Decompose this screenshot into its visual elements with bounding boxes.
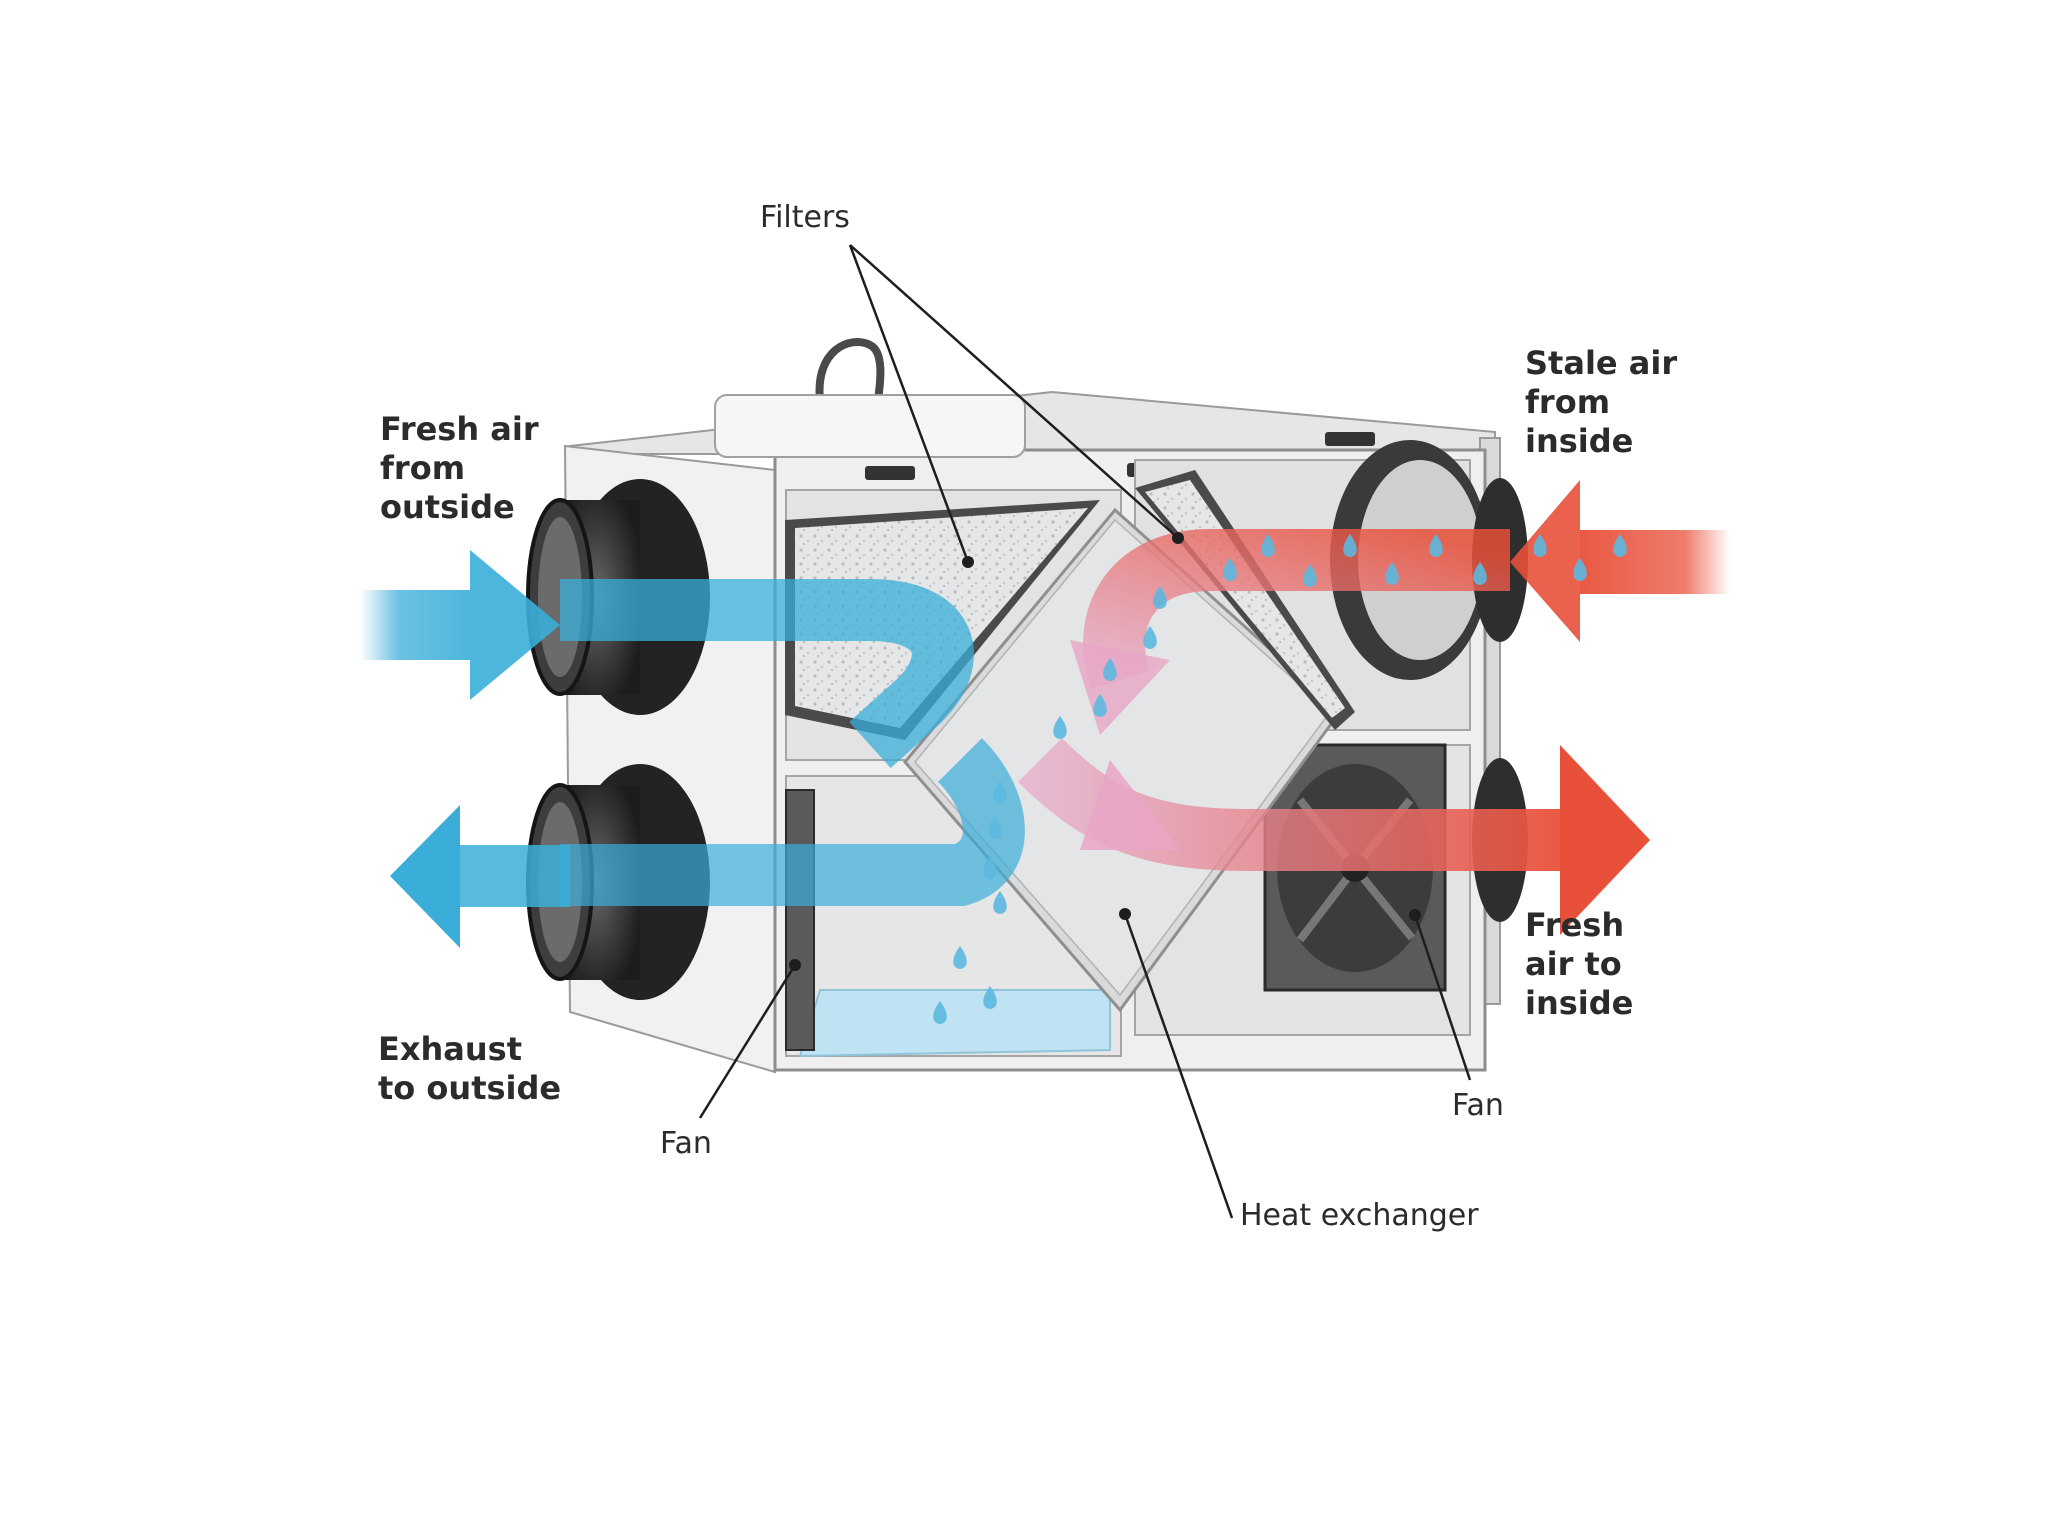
water-drop-icon — [1343, 534, 1357, 557]
label-fan-right: Fan — [1452, 1088, 1504, 1123]
label-line: outside — [380, 488, 515, 527]
water-drop-icon — [933, 1001, 947, 1024]
latch — [865, 466, 915, 480]
label-line: Fresh air — [380, 410, 539, 448]
label-line: inside — [1525, 422, 1634, 461]
water-drop-icon — [1385, 562, 1399, 585]
label-fan-left: Fan — [660, 1126, 712, 1161]
leader-filters-right — [849, 244, 1179, 539]
water-drops — [933, 534, 1627, 1024]
label-line: air to — [1525, 945, 1622, 984]
label-fresh-air-from-outside: Fresh air from outside — [380, 410, 539, 527]
water-drop-icon — [1153, 586, 1167, 609]
label-stale-air-from-inside: Stale air from inside — [1525, 344, 1677, 461]
water-drop-icon — [1303, 564, 1317, 587]
leader-filters-left — [848, 244, 970, 563]
water-drop-icon — [1613, 534, 1627, 557]
label-line: Stale air — [1525, 344, 1678, 382]
label-line: to outside — [378, 1069, 562, 1108]
heat-exchanger-face — [914, 518, 1332, 997]
water-drop-icon — [993, 891, 1007, 914]
water-drop-icon — [1429, 534, 1443, 557]
water-drop-icon — [1143, 626, 1157, 649]
label-line: inside — [1525, 984, 1634, 1023]
label-line: from — [380, 449, 466, 488]
label-exhaust-to-outside: Exhaust to outside — [378, 1030, 561, 1108]
water-drop-icon — [983, 856, 997, 879]
control-box — [714, 394, 1026, 458]
power-cable — [815, 338, 885, 401]
arrow-icon — [360, 550, 974, 769]
water-drop-icon — [953, 946, 967, 969]
label-filters: Filters — [760, 200, 850, 235]
water-drop-icon — [1103, 658, 1117, 681]
water-drop-icon — [993, 781, 1007, 804]
condensate-pan — [798, 989, 1111, 1058]
water-drop-icon — [983, 986, 997, 1009]
water-drop-icon — [1473, 562, 1487, 585]
leader-fan-right — [1413, 914, 1472, 1081]
water-drop-icon — [1223, 558, 1237, 581]
water-drop-icon — [988, 816, 1002, 839]
water-drop-icon — [1093, 694, 1107, 717]
leader-dots — [789, 532, 1421, 971]
water-drop-icon — [1533, 534, 1547, 557]
water-drop-icon — [1261, 534, 1275, 557]
label-heat-exchanger: Heat exchanger — [1240, 1198, 1479, 1233]
fan-icon — [785, 789, 815, 1051]
label-line: from — [1525, 383, 1611, 422]
water-drop-icon — [1573, 558, 1587, 581]
label-fresh-air-to-inside: Fresh air to inside — [1525, 906, 1633, 1023]
label-line: Exhaust — [378, 1030, 522, 1068]
latch — [1325, 432, 1375, 446]
leader-lines — [698, 244, 1472, 1219]
water-drop-icon — [1053, 716, 1067, 739]
arrow-icon — [1018, 737, 1650, 935]
leader-fan-left — [698, 964, 797, 1119]
label-line: Fresh — [1525, 906, 1625, 944]
leader-heat-exchanger — [1123, 913, 1234, 1219]
